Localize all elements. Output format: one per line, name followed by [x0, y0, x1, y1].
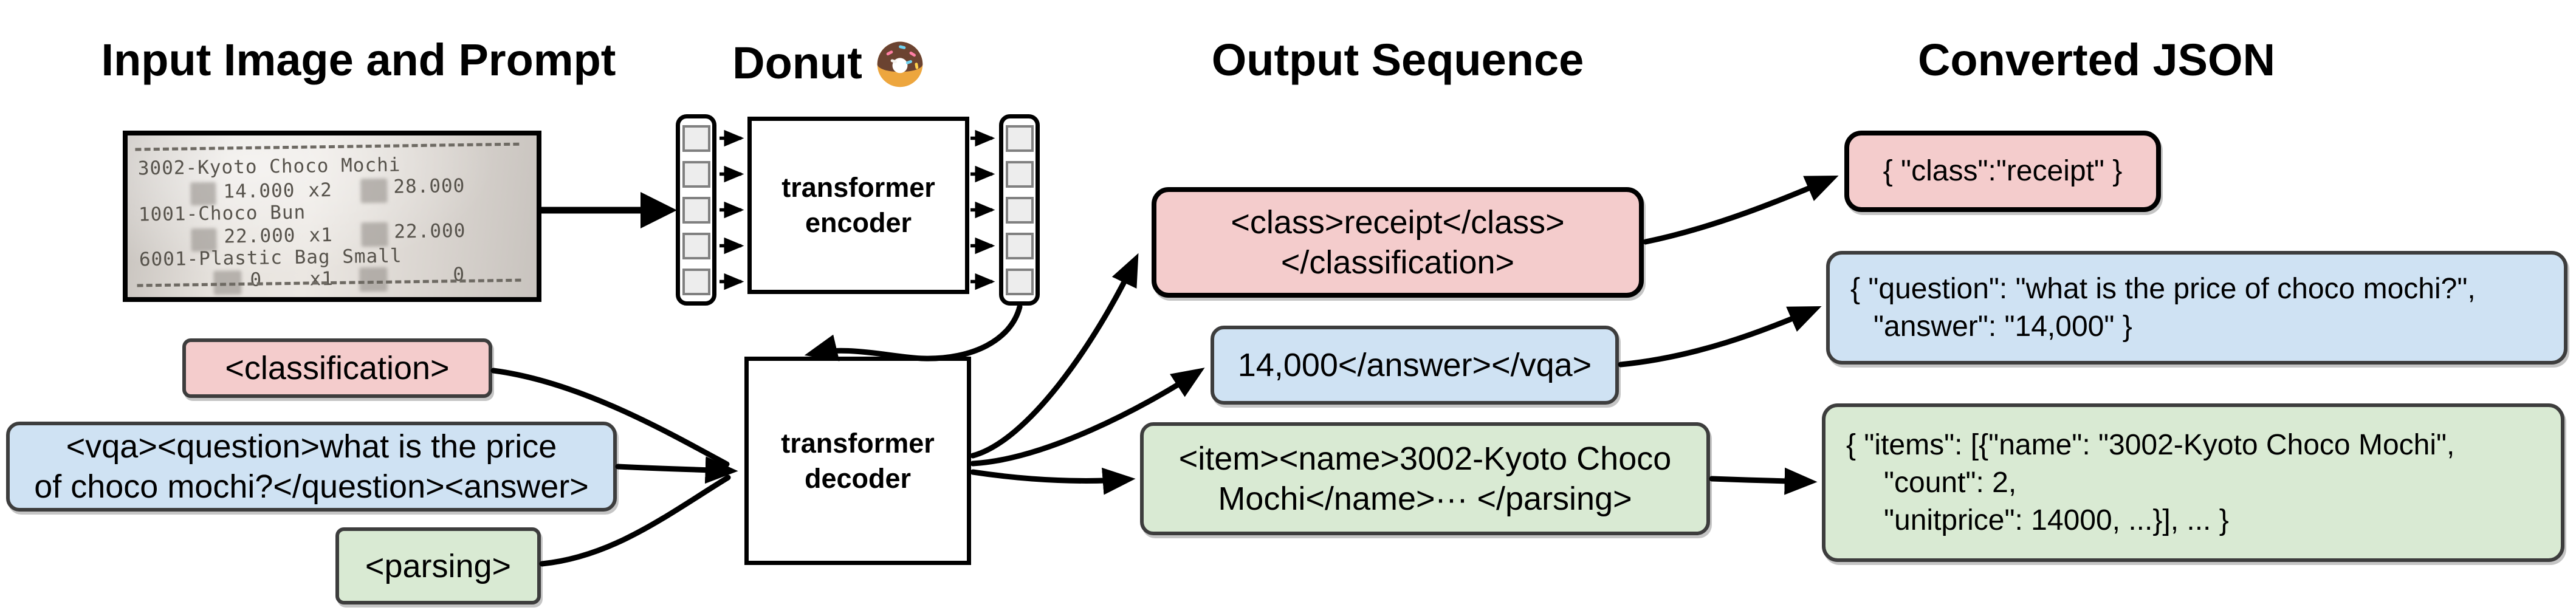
encoder-label-line2: encoder — [805, 207, 912, 238]
output-classification-line1: <class>receipt</class> — [1231, 204, 1565, 241]
transformer-decoder-box: transformer decoder — [744, 357, 971, 565]
output-classification-line2: </classification> — [1280, 244, 1515, 281]
token-cell — [1005, 268, 1034, 295]
json-parsing-line3: "unitprice": 14000, ...}], ... } — [1884, 504, 2229, 536]
output-classification-box: <class>receipt</class> </classification> — [1152, 187, 1644, 298]
json-vqa-line1: { "question": "what is the price of choc… — [1850, 272, 2476, 305]
json-parsing-line2: "count": 2, — [1884, 466, 2017, 499]
json-classification-box: { "class":"receipt" } — [1844, 131, 2161, 212]
section-title-model: Donut — [687, 36, 972, 90]
token-cell — [1005, 196, 1034, 224]
token-cell — [682, 232, 710, 259]
donut-emoji-icon — [877, 41, 923, 87]
output-parsing-line1: <item><name>3002-Kyoto Choco — [1178, 440, 1672, 477]
encoder-output-tokens — [999, 114, 1040, 306]
prompt-classification-box: <classification> — [182, 338, 492, 398]
json-vqa-line2: "answer": "14,000" } — [1874, 310, 2132, 343]
prompt-vqa-line1: <vqa><question>what is the price — [66, 428, 557, 465]
output-vqa-box: 14,000</answer></vqa> — [1211, 326, 1619, 405]
token-cell — [682, 160, 710, 188]
output-parsing-box: <item><name>3002-Kyoto Choco Mochi</name… — [1140, 422, 1710, 535]
arrows-outputs-to-json — [1618, 176, 1839, 495]
token-cell — [1005, 125, 1034, 152]
section-title-input: Input Image and Prompt — [101, 35, 616, 85]
arrows-encoder-to-tokens — [970, 129, 995, 290]
prompt-classification-text: <classification> — [225, 350, 450, 386]
decoder-label-line2: decoder — [804, 462, 912, 494]
model-title-text: Donut — [732, 38, 862, 89]
section-title-json: Converted JSON — [1917, 35, 2276, 85]
token-cell — [1005, 160, 1034, 188]
json-parsing-line1: { "items": [{"name": "3002-Kyoto Choco M… — [1846, 428, 2455, 461]
arrows-decoder-to-outputs — [970, 253, 1205, 495]
encoder-input-tokens — [676, 114, 716, 306]
arrow-tokens-to-decoder — [804, 304, 1023, 361]
prompt-parsing-text: <parsing> — [365, 547, 512, 584]
arrows-tokens-to-encoder — [720, 129, 744, 290]
token-cell — [682, 125, 710, 152]
token-cell — [682, 268, 710, 295]
prompt-vqa-box: <vqa><question>what is the price of choc… — [6, 422, 617, 512]
json-parsing-box: { "items": [{"name": "3002-Kyoto Choco M… — [1822, 403, 2564, 562]
prompt-parsing-box: <parsing> — [335, 527, 541, 604]
output-parsing-line2: Mochi</name>··· </parsing> — [1218, 481, 1632, 517]
transformer-encoder-box: transformer encoder — [747, 117, 969, 294]
arrows-prompts-to-decoder — [490, 368, 738, 567]
input-receipt-image: 3002-Kyoto Choco Mochi 14.000 x2 28.000 … — [123, 131, 541, 302]
prompt-vqa-line2: of choco mochi?</question><answer> — [34, 468, 589, 505]
arrow-receipt-to-encoder — [537, 192, 677, 228]
decoder-label-line1: transformer — [781, 427, 935, 459]
output-vqa-text: 14,000</answer></vqa> — [1237, 347, 1592, 383]
json-classification-text: { "class":"receipt" } — [1883, 155, 2123, 187]
json-vqa-box: { "question": "what is the price of choc… — [1826, 251, 2567, 365]
token-cell — [682, 196, 710, 224]
token-cell — [1005, 232, 1034, 259]
encoder-label-line1: transformer — [781, 172, 935, 203]
section-title-output: Output Sequence — [1211, 35, 1584, 85]
